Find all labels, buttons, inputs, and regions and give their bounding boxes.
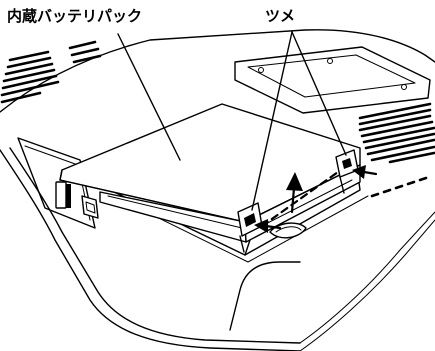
right-edge-slots: [370, 176, 428, 198]
slide-guide-dashed-line: [260, 170, 340, 228]
push-arrow-right: [352, 165, 378, 179]
side-connector-panel: [17, 137, 99, 229]
latch-tab-leader-line-left: [251, 31, 293, 211]
memory-cover-panel: [234, 46, 431, 114]
laptop-body: [0, 29, 435, 351]
battery-pack: [59, 103, 361, 243]
battery-pack-leader-line: [117, 33, 181, 161]
callout-leader-lines: [117, 31, 347, 211]
push-arrow-left: [254, 219, 282, 233]
latch-tab-callout-label: ツメ: [265, 7, 296, 25]
right-vent-grille: [358, 102, 435, 164]
lift-direction-arrow: [286, 172, 303, 214]
latch-tab-leader-line-right: [291, 31, 347, 156]
left-vent-grille: [0, 40, 102, 104]
battery-pack-callout-label: 内蔵バッテリパック: [7, 7, 143, 25]
